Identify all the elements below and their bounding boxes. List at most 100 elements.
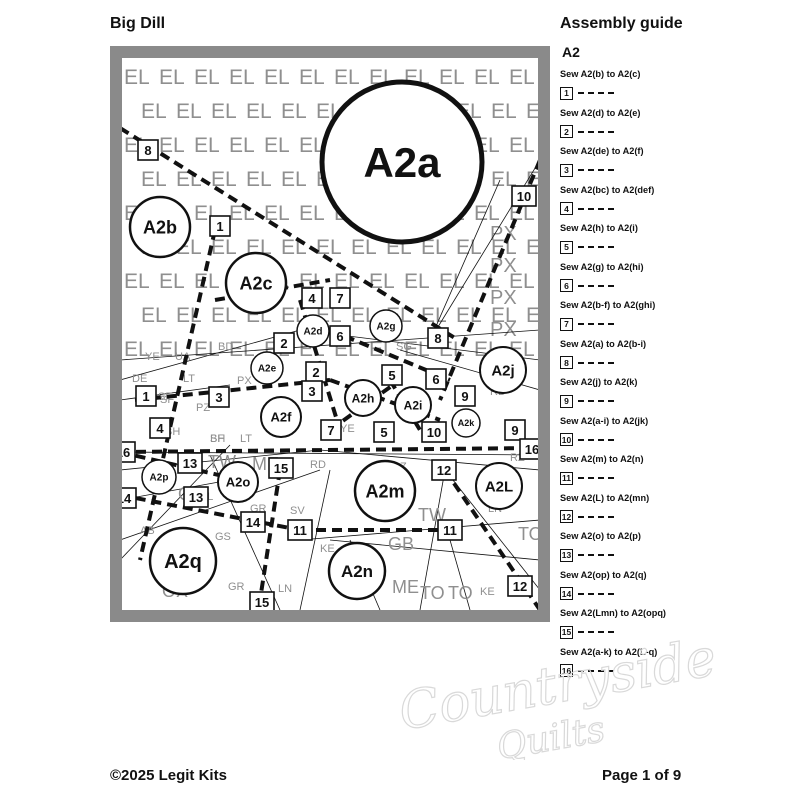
fabric-code: YE	[340, 423, 355, 435]
fabric-code: PX	[490, 255, 517, 277]
step-instruction: Sew A2(g) to A2(hi)	[560, 261, 644, 272]
seam-marker-number: 15	[274, 461, 288, 476]
step-number-box: 9	[560, 394, 573, 408]
piece-label-a2p: A2p	[141, 459, 177, 495]
step-number-box: 2	[560, 125, 573, 138]
piece-label-a2k: A2k	[451, 408, 481, 438]
assembly-step: Sew A2(b) to A2(c)1	[560, 68, 790, 107]
fabric-code: EL	[159, 270, 185, 293]
seam-marker: 16	[519, 438, 539, 460]
seam-marker-number: 6	[432, 372, 439, 387]
fabric-code: EL	[316, 236, 342, 259]
fabric-code: EL	[194, 66, 220, 89]
step-number-box: 4	[560, 202, 573, 215]
piece-label-a2h: A2h	[344, 379, 382, 417]
piece-label-text: A2h	[352, 391, 375, 405]
step-number-box: 3	[560, 163, 573, 177]
fabric-code: EL	[299, 134, 325, 157]
fabric-code: GB	[388, 534, 414, 554]
piece-label-a2m: A2m	[353, 459, 417, 523]
step-number-box: 8	[560, 356, 573, 369]
fabric-code: EL	[194, 134, 220, 157]
piece-label-text: A2c	[239, 273, 272, 293]
fabric-code: EL	[141, 304, 167, 327]
fabric-code: EL	[456, 236, 482, 259]
seam-line-key	[578, 246, 614, 248]
seam-marker-number: 12	[437, 463, 451, 478]
piece-label-text: A2i	[404, 398, 423, 412]
fabric-code: EL	[159, 66, 185, 89]
piece-label-text: A2k	[458, 418, 476, 428]
seam-marker-number: 16	[525, 442, 539, 457]
fabric-code: EL	[229, 134, 255, 157]
seam-marker: 12	[431, 459, 457, 481]
assembly-step: Sew A2(d) to A2(e)2	[560, 107, 790, 146]
fabric-code: EL	[211, 168, 237, 191]
seam-line-key	[578, 207, 614, 210]
seam-marker: 13	[183, 486, 209, 508]
piece-outline	[122, 444, 231, 559]
fabric-code: EL	[124, 66, 150, 89]
assembly-step: Sew A2(b-f) to A2(ghi)7	[560, 299, 790, 338]
seam-marker-number: 14	[117, 491, 132, 506]
piece-label-a2i: A2i	[394, 386, 432, 424]
step-number-box: 15	[560, 625, 573, 639]
seam-marker-number: 8	[144, 143, 151, 158]
piece-label-text: A2g	[377, 322, 396, 333]
piece-outline	[122, 329, 301, 380]
step-number-box: 16	[560, 664, 573, 677]
fabric-code: EL	[211, 304, 237, 327]
fabric-code: EL	[246, 100, 272, 123]
seam-line-key	[578, 284, 614, 287]
seam-marker-number: 5	[388, 368, 395, 383]
assembly-step: Sew A2(o) to A2(p)13	[560, 530, 790, 569]
piece-label-text: A2n	[341, 562, 373, 581]
seam-line	[122, 446, 538, 454]
fabric-code: SV	[290, 505, 305, 517]
step-instruction: Sew A2(b-f) to A2(ghi)	[560, 300, 656, 310]
seam-marker-number: 1	[142, 389, 149, 404]
piece-label-a2l: A2L	[475, 462, 523, 510]
fabric-code: EL	[526, 100, 550, 123]
fabric-code: EL	[351, 236, 377, 259]
assembly-step: Sew A2(j) to A2(k)9	[560, 376, 790, 415]
seam-marker: 3	[301, 380, 323, 402]
step-instruction: Sew A2(h) to A2(i)	[560, 223, 638, 233]
fabric-code: EL	[194, 270, 220, 293]
seam-line	[438, 159, 538, 401]
seam-marker: 10	[511, 185, 537, 207]
svg-text:Quilts: Quilts	[494, 709, 608, 760]
fabric-code: EL	[246, 168, 272, 191]
seam-marker: 6	[329, 325, 351, 347]
seam-marker: 9	[504, 419, 526, 441]
seam-line-key	[578, 169, 614, 171]
piece-outline	[122, 469, 321, 540]
seam-marker-number: 3	[308, 384, 315, 399]
piece-label-text: A2a	[363, 139, 441, 186]
fabric-code: SG	[396, 341, 412, 353]
assembly-step: Sew A2(bc) to A2(def) 4	[560, 184, 790, 223]
step-number-box: 1	[560, 86, 573, 100]
assembly-step: Sew A2(g) to A2(hi)6	[560, 261, 790, 300]
fabric-code: TO	[420, 583, 445, 603]
seam-marker: 1	[135, 385, 157, 407]
fabric-code: EL	[159, 338, 185, 361]
seam-marker-number: 15	[255, 595, 269, 610]
fabric-code: EL	[334, 66, 360, 89]
piece-label-a2e: A2e	[250, 351, 284, 385]
seam-line	[138, 229, 217, 561]
seam-marker: 7	[329, 287, 351, 309]
seam-marker: 16	[122, 441, 136, 463]
piece-label-a2q: A2q	[148, 526, 218, 596]
seam-marker-number: 13	[183, 456, 197, 471]
piece-label-a2c: A2c	[224, 251, 288, 315]
step-instruction: Sew A2(bc) to A2(def)	[560, 184, 655, 195]
piece-label-a2b: A2b	[128, 195, 192, 259]
fabric-code: LT	[240, 433, 252, 445]
seam-line-key	[578, 669, 614, 672]
step-number-box: 5	[560, 240, 573, 254]
fabric-code: EL	[491, 236, 517, 259]
seam-marker: 2	[305, 361, 327, 383]
seam-marker-number: 2	[280, 336, 287, 351]
